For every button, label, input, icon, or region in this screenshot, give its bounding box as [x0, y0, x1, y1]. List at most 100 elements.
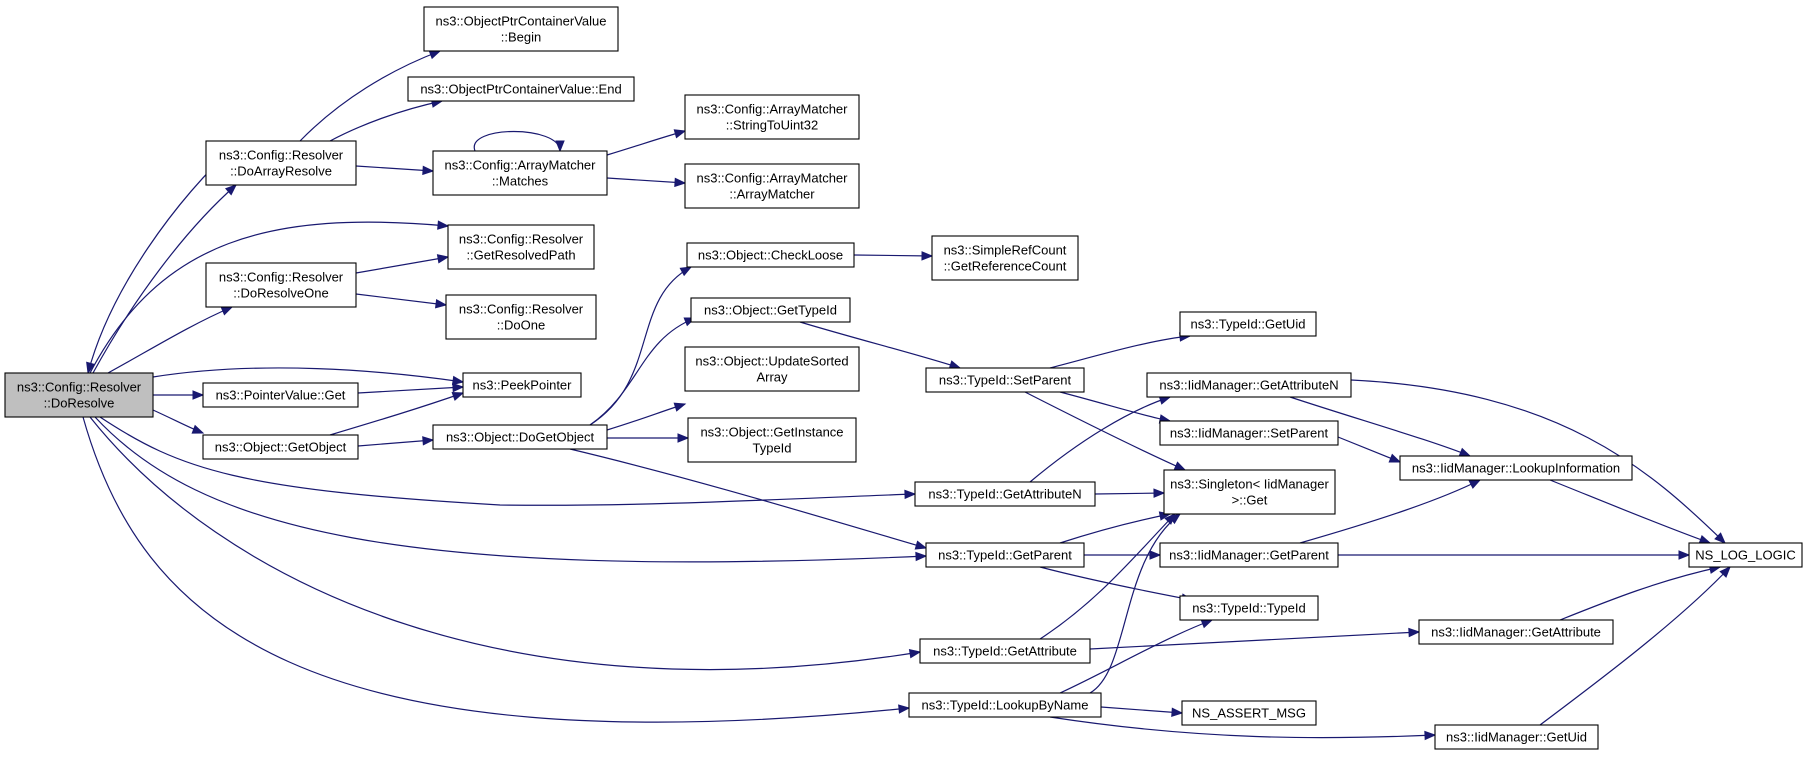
node-box	[1163, 469, 1336, 515]
node-box	[423, 6, 619, 52]
node-arraymatcher-arraymatcher[interactable]: ns3::Config::ArrayMatcher::ArrayMatcher	[684, 163, 860, 209]
arrowhead-icon	[451, 391, 465, 401]
arrowhead-icon	[437, 220, 450, 230]
node-objptrcontainer-begin[interactable]: ns3::ObjectPtrContainerValue::Begin	[423, 6, 619, 52]
arrowhead-icon	[1424, 730, 1437, 741]
node-resolver-getresolvedpath[interactable]: ns3::Config::Resolver::GetResolvedPath	[447, 224, 595, 270]
node-typeid-getuid[interactable]: ns3::TypeId::GetUid	[1179, 311, 1317, 337]
node-label: ns3::IidManager::GetAttribute	[1431, 625, 1601, 640]
node-singleton-get[interactable]: ns3::Singleton< IidManager >::Get	[1163, 469, 1336, 515]
node-typeid-lookupbyname[interactable]: ns3::TypeId::LookupByName	[908, 692, 1102, 718]
edge-typeid-getattribute-to-singleton-get	[1039, 513, 1176, 640]
arrowhead-icon	[1408, 627, 1421, 638]
node-label: ns3::Config::Resolver	[219, 148, 344, 163]
edge-resolver-doresolve-to-peekpointer	[152, 367, 465, 386]
edge-typeid-getattribute-to-iidmanager-getattribute	[1089, 627, 1421, 650]
node-label: ns3::TypeId::GetParent	[938, 548, 1072, 563]
node-label: ::StringToUint32	[726, 118, 819, 133]
arrowhead-icon	[428, 50, 442, 60]
node-typeid-getattribute[interactable]: ns3::TypeId::GetAttribute	[919, 638, 1091, 664]
node-typeid-getattributen[interactable]: ns3::TypeId::GetAttributeN	[914, 481, 1096, 507]
node-box	[1179, 595, 1319, 621]
arrowhead-icon	[1678, 550, 1691, 560]
arrowhead-icon	[422, 436, 435, 446]
node-arraymatcher-stringtouint32[interactable]: ns3::Config::ArrayMatcher::StringToUint3…	[684, 94, 860, 140]
edge-object-dogetobject-to-object-checkloose	[589, 266, 693, 426]
node-label: ns3::PointerValue::Get	[216, 388, 346, 403]
node-box	[684, 346, 860, 392]
node-label: ns3::Object::GetInstance	[700, 425, 843, 440]
node-label: ::ArrayMatcher	[729, 187, 815, 202]
node-label: ns3::IidManager::GetAttributeN	[1159, 378, 1338, 393]
node-box	[687, 417, 857, 463]
node-peekpointer[interactable]: ns3::PeekPointer	[462, 372, 582, 398]
edge-typeid-lookupbyname-to-singleton-get	[1089, 513, 1182, 694]
node-iidmanager-getuid[interactable]: ns3::IidManager::GetUid	[1434, 724, 1599, 750]
node-label: ns3::Config::ArrayMatcher	[444, 158, 596, 173]
arrowhead-icon	[1468, 479, 1482, 489]
node-box	[1399, 455, 1633, 481]
edge-resolver-doresolve-to-typeid-getparent	[94, 416, 928, 563]
node-label: ns3::TypeId::GetUid	[1191, 317, 1306, 332]
node-pointervalue-get[interactable]: ns3::PointerValue::Get	[202, 382, 359, 408]
edge-object-dogetobject-to-typeid-getparent	[569, 448, 928, 550]
node-object-dogetobject[interactable]: ns3::Object::DoGetObject	[432, 424, 608, 450]
arrowhead-icon	[435, 299, 448, 309]
node-typeid-typeid[interactable]: ns3::TypeId::TypeId	[1179, 595, 1319, 621]
edge-typeid-getparent-to-singleton-get	[1059, 511, 1172, 544]
arrowhead-icon	[451, 375, 465, 386]
node-typeid-getparent[interactable]: ns3::TypeId::GetParent	[925, 542, 1085, 568]
node-ns-log-logic[interactable]: NS_LOG_LOGIC	[1688, 542, 1803, 568]
node-label: ::DoResolveOne	[233, 286, 328, 301]
arrowhead-icon	[1698, 534, 1712, 544]
node-box	[919, 638, 1091, 664]
node-resolver-doarrayresolve[interactable]: ns3::Config::Resolver::DoArrayResolve	[205, 140, 357, 186]
node-box	[447, 224, 595, 270]
node-box	[1179, 311, 1317, 337]
arrowhead-icon	[1458, 447, 1472, 457]
node-label: ::Begin	[501, 30, 541, 45]
node-resolver-doresolve[interactable]: ns3::Config::Resolver::DoResolve	[4, 372, 154, 418]
node-label: TypeId	[752, 441, 791, 456]
edge-resolver-doresolveone-to-resolver-getresolvedpath	[355, 254, 450, 274]
node-object-getobject[interactable]: ns3::Object::GetObject	[202, 434, 359, 460]
node-box	[1159, 542, 1339, 568]
node-label: NS_ASSERT_MSG	[1192, 706, 1306, 721]
node-simplerefcount-getreferencecount[interactable]: ns3::SimpleRefCount::GetReferenceCount	[931, 235, 1079, 281]
node-resolver-doone[interactable]: ns3::Config::Resolver::DoOne	[445, 294, 597, 340]
arrowhead-icon	[436, 254, 450, 264]
node-label: ns3::IidManager::SetParent	[1170, 426, 1329, 441]
node-iidmanager-getattributen[interactable]: ns3::IidManager::GetAttributeN	[1146, 372, 1352, 398]
node-box	[432, 150, 608, 196]
arrowhead-icon	[904, 489, 917, 500]
node-iidmanager-getattribute[interactable]: ns3::IidManager::GetAttribute	[1418, 619, 1614, 645]
node-iidmanager-setparent[interactable]: ns3::IidManager::SetParent	[1159, 420, 1339, 446]
arrowhead-icon	[1173, 461, 1187, 471]
node-resolver-doresolveone[interactable]: ns3::Config::Resolver::DoResolveOne	[205, 262, 357, 308]
node-label: ns3::PeekPointer	[472, 378, 572, 393]
node-iidmanager-lookupinformation[interactable]: ns3::IidManager::LookupInformation	[1399, 455, 1633, 481]
edge-resolver-doresolve-to-typeid-getattribute	[89, 416, 922, 671]
arrowhead-icon	[677, 433, 690, 443]
node-box	[1159, 420, 1339, 446]
node-label: ns3::Object::GetObject	[215, 440, 347, 455]
edge-typeid-setparent-to-typeid-getuid	[1049, 332, 1192, 369]
node-box	[445, 294, 597, 340]
node-object-checkloose[interactable]: ns3::Object::CheckLoose	[686, 242, 855, 268]
node-label: ns3::IidManager::GetParent	[1169, 548, 1329, 563]
edge-iidmanager-getparent-to-ns-log-logic	[1338, 550, 1691, 560]
node-object-gettypeid[interactable]: ns3::Object::GetTypeId	[690, 297, 851, 323]
node-box	[914, 481, 1096, 507]
node-iidmanager-getparent[interactable]: ns3::IidManager::GetParent	[1159, 542, 1339, 568]
node-arraymatcher-matches[interactable]: ns3::Config::ArrayMatcher::Matches	[432, 150, 608, 196]
arrowhead-icon	[915, 551, 928, 562]
edges-layer	[82, 50, 1731, 741]
node-label: ns3::TypeId::GetAttribute	[933, 644, 1077, 659]
node-ns-assert-msg[interactable]: NS_ASSERT_MSG	[1181, 700, 1317, 726]
node-label: ns3::Config::Resolver	[219, 270, 344, 285]
node-objptrcontainer-end[interactable]: ns3::ObjectPtrContainerValue::End	[407, 76, 635, 102]
node-typeid-setparent[interactable]: ns3::TypeId::SetParent	[925, 367, 1085, 393]
